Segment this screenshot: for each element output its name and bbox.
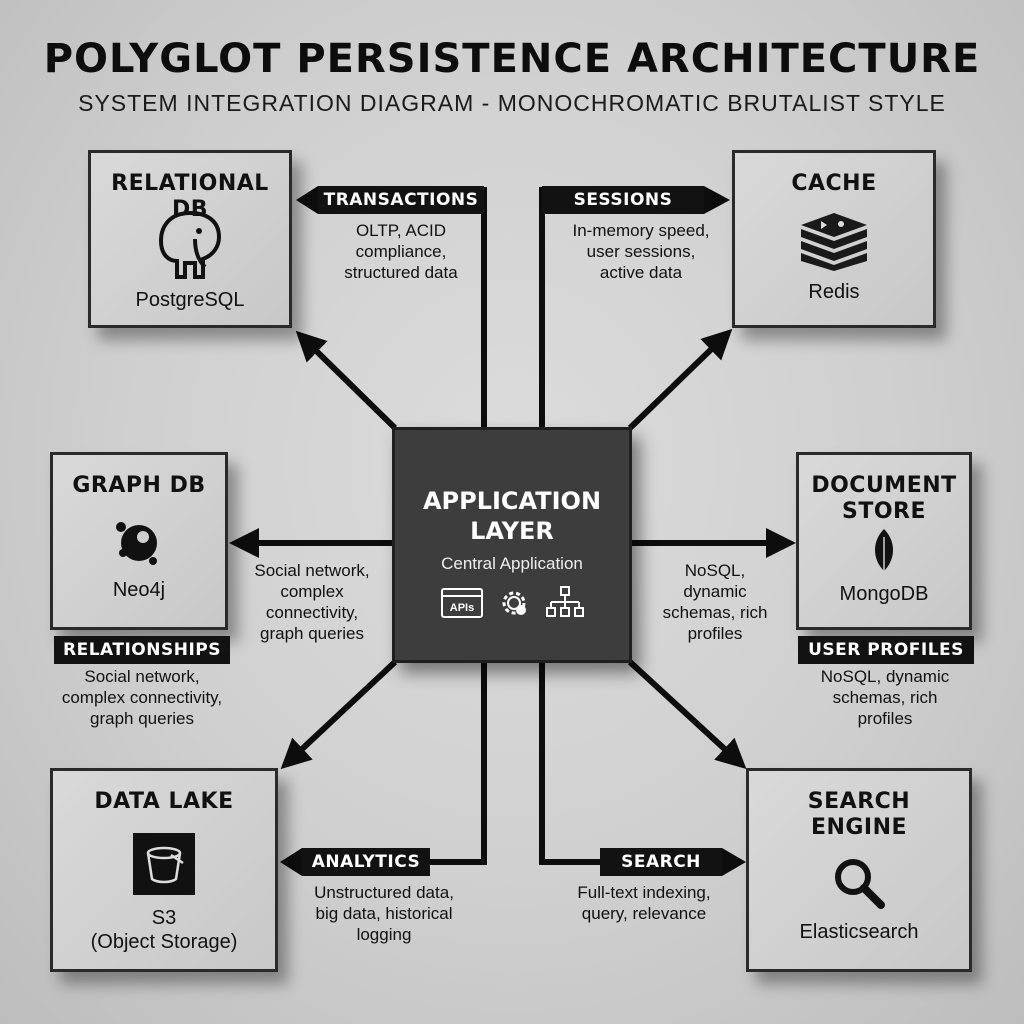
transactions-desc: OLTP, ACID compliance, structured data: [306, 220, 496, 283]
arrow-to-search: [627, 659, 747, 770]
graph-inline-desc-line: complex: [280, 582, 344, 601]
path-search: [539, 663, 600, 865]
relational-db-box: RELATIONAL DB PostgreSQL: [88, 150, 292, 328]
graph-inline-desc-line: Social network,: [254, 561, 370, 580]
path-analytics: [430, 663, 487, 865]
relationships-label: RELATIONSHIPS: [54, 636, 230, 664]
sessions-desc-line: user sessions,: [586, 242, 696, 261]
application-layer-box: APPLICATION LAYER Central Application AP…: [392, 427, 632, 663]
application-layer-subtitle: Central Application: [441, 554, 583, 573]
search-label: SEARCH: [600, 848, 722, 876]
transactions-desc-line: OLTP, ACID: [355, 221, 447, 240]
application-icons: APIs: [395, 586, 629, 622]
data-lake-product-line2: (Object Storage): [90, 931, 238, 953]
relationships-desc-line: Social network,: [84, 667, 200, 686]
data-lake-product-line1: S3: [151, 907, 177, 929]
data-lake-title: DATA LAKE: [94, 789, 234, 814]
search-engine-product: Elasticsearch: [799, 921, 919, 943]
user-profiles-label: USER PROFILES: [798, 636, 974, 664]
hierarchy-icon: [546, 586, 584, 617]
api-icon: APIs: [441, 588, 483, 618]
document-inline-desc: NoSQL, dynamic schemas, rich profiles: [640, 560, 790, 644]
document-inline-desc-line: NoSQL,: [684, 561, 746, 580]
transactions-desc-line: compliance,: [355, 242, 447, 261]
graph-icon: [116, 522, 157, 565]
document-inline-desc-line: dynamic: [683, 582, 747, 601]
user-profiles-desc-line: NoSQL, dynamic: [820, 667, 950, 686]
search-arrowhead: [722, 848, 746, 876]
cache-title: CACHE: [791, 171, 877, 196]
cache-product: Redis: [808, 281, 860, 303]
leaf-icon: [875, 529, 893, 577]
document-store-box: DOCUMENT STORE MongoDB: [796, 452, 972, 630]
transactions-arrowhead: [296, 186, 318, 214]
sessions-arrowhead: [704, 186, 730, 214]
user-profiles-desc-line: schemas, rich: [832, 688, 938, 707]
transactions-desc-line: structured data: [344, 263, 458, 282]
analytics-desc: Unstructured data, big data, historical …: [286, 882, 482, 945]
data-lake-box: DATA LAKE S3 (Object Storage): [50, 768, 278, 972]
page-subtitle: SYSTEM INTEGRATION DIAGRAM - MONOCHROMAT…: [78, 90, 946, 116]
sessions-desc-line: In-memory speed,: [572, 221, 710, 240]
graph-db-title: GRAPH DB: [72, 473, 206, 498]
page-title: POLYGLOT PERSISTENCE ARCHITECTURE: [43, 36, 981, 82]
relational-db-product: PostgreSQL: [135, 289, 245, 311]
search-desc-line: Full-text indexing,: [577, 883, 711, 902]
application-layer-title-line1: APPLICATION: [422, 487, 602, 515]
document-store-product: MongoDB: [839, 583, 929, 605]
relationships-desc-line: graph queries: [90, 709, 194, 728]
search-engine-title-line2: ENGINE: [810, 815, 908, 840]
graph-inline-desc: Social network, complex connectivity, gr…: [236, 560, 388, 644]
api-icon-text: APIs: [450, 602, 474, 614]
analytics-label: ANALYTICS: [302, 848, 430, 876]
relational-db-title: RELATIONAL DB: [111, 171, 269, 222]
gear-icon: [502, 591, 526, 615]
elephant-icon: [158, 210, 222, 279]
document-inline-desc-line: profiles: [687, 624, 743, 643]
analytics-arrowhead: [280, 848, 302, 876]
user-profiles-desc: NoSQL, dynamic schemas, rich profiles: [790, 666, 980, 729]
document-store-title-line1: DOCUMENT: [811, 473, 957, 498]
graph-inline-desc-line: graph queries: [260, 624, 364, 643]
transactions-label: TRANSACTIONS: [318, 186, 484, 214]
analytics-desc-line: Unstructured data,: [314, 883, 454, 902]
graph-db-box: GRAPH DB Neo4j: [50, 452, 228, 630]
stack-icon: [801, 213, 867, 271]
analytics-desc-line: logging: [356, 925, 412, 944]
application-layer-title-line2: LAYER: [470, 517, 554, 545]
user-profiles-desc-line: profiles: [857, 709, 913, 728]
graph-inline-desc-line: connectivity,: [265, 603, 359, 622]
arrow-to-relational: [295, 330, 398, 431]
search-desc-line: query, relevance: [581, 904, 707, 923]
search-desc: Full-text indexing, query, relevance: [546, 882, 742, 924]
analytics-desc-line: big data, historical: [315, 904, 453, 923]
sessions-desc-line: active data: [599, 263, 683, 282]
document-inline-desc-line: schemas, rich: [662, 603, 768, 622]
arrow-to-datalake: [280, 659, 398, 770]
graph-db-product: Neo4j: [112, 579, 166, 601]
relationships-desc: Social network, complex connectivity, gr…: [30, 666, 254, 729]
magnifier-icon: [835, 859, 885, 909]
cache-box: CACHE Redis: [732, 150, 936, 328]
relationships-desc-line: complex connectivity,: [61, 688, 223, 707]
sessions-desc: In-memory speed, user sessions, active d…: [546, 220, 736, 283]
sessions-label: SESSIONS: [542, 186, 704, 214]
search-engine-title-line1: SEARCH: [807, 789, 911, 814]
search-engine-box: SEARCH ENGINE Elasticsearch: [746, 768, 972, 972]
document-store-title-line2: STORE: [841, 499, 927, 524]
bucket-icon: [133, 833, 195, 895]
arrow-to-cache: [627, 328, 733, 431]
